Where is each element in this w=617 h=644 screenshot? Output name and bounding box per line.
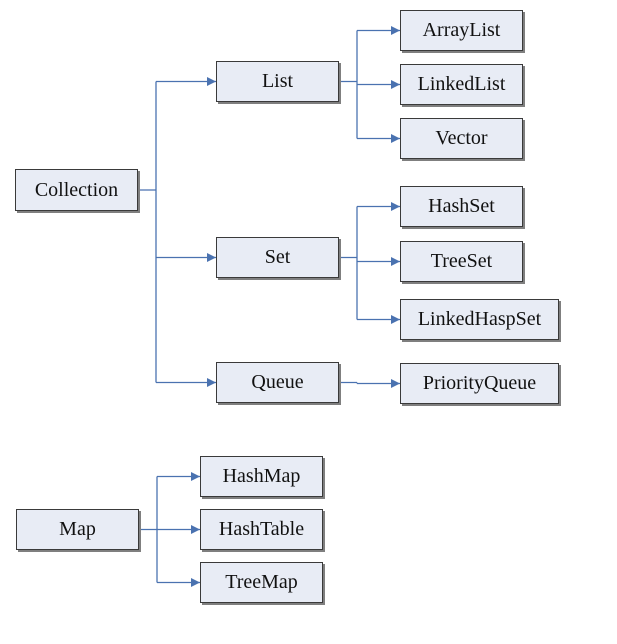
vector-node: Vector [400,118,523,159]
arraylist-node: ArrayList [400,10,523,51]
hashmap-node: HashMap [200,456,323,497]
hashset-node: HashSet [400,186,523,227]
linkedhaspset-node: LinkedHaspSet [400,299,559,340]
map-node: Map [16,509,139,550]
queue-node: Queue [216,362,339,403]
treeset-node: TreeSet [400,241,523,282]
collection-node: Collection [15,169,138,211]
treemap-node: TreeMap [200,562,323,603]
set-node: Set [216,237,339,278]
hashtable-node: HashTable [200,509,323,550]
priorityqueue-node: PriorityQueue [400,363,559,404]
list-node: List [216,61,339,102]
linkedlist-node: LinkedList [400,64,523,105]
